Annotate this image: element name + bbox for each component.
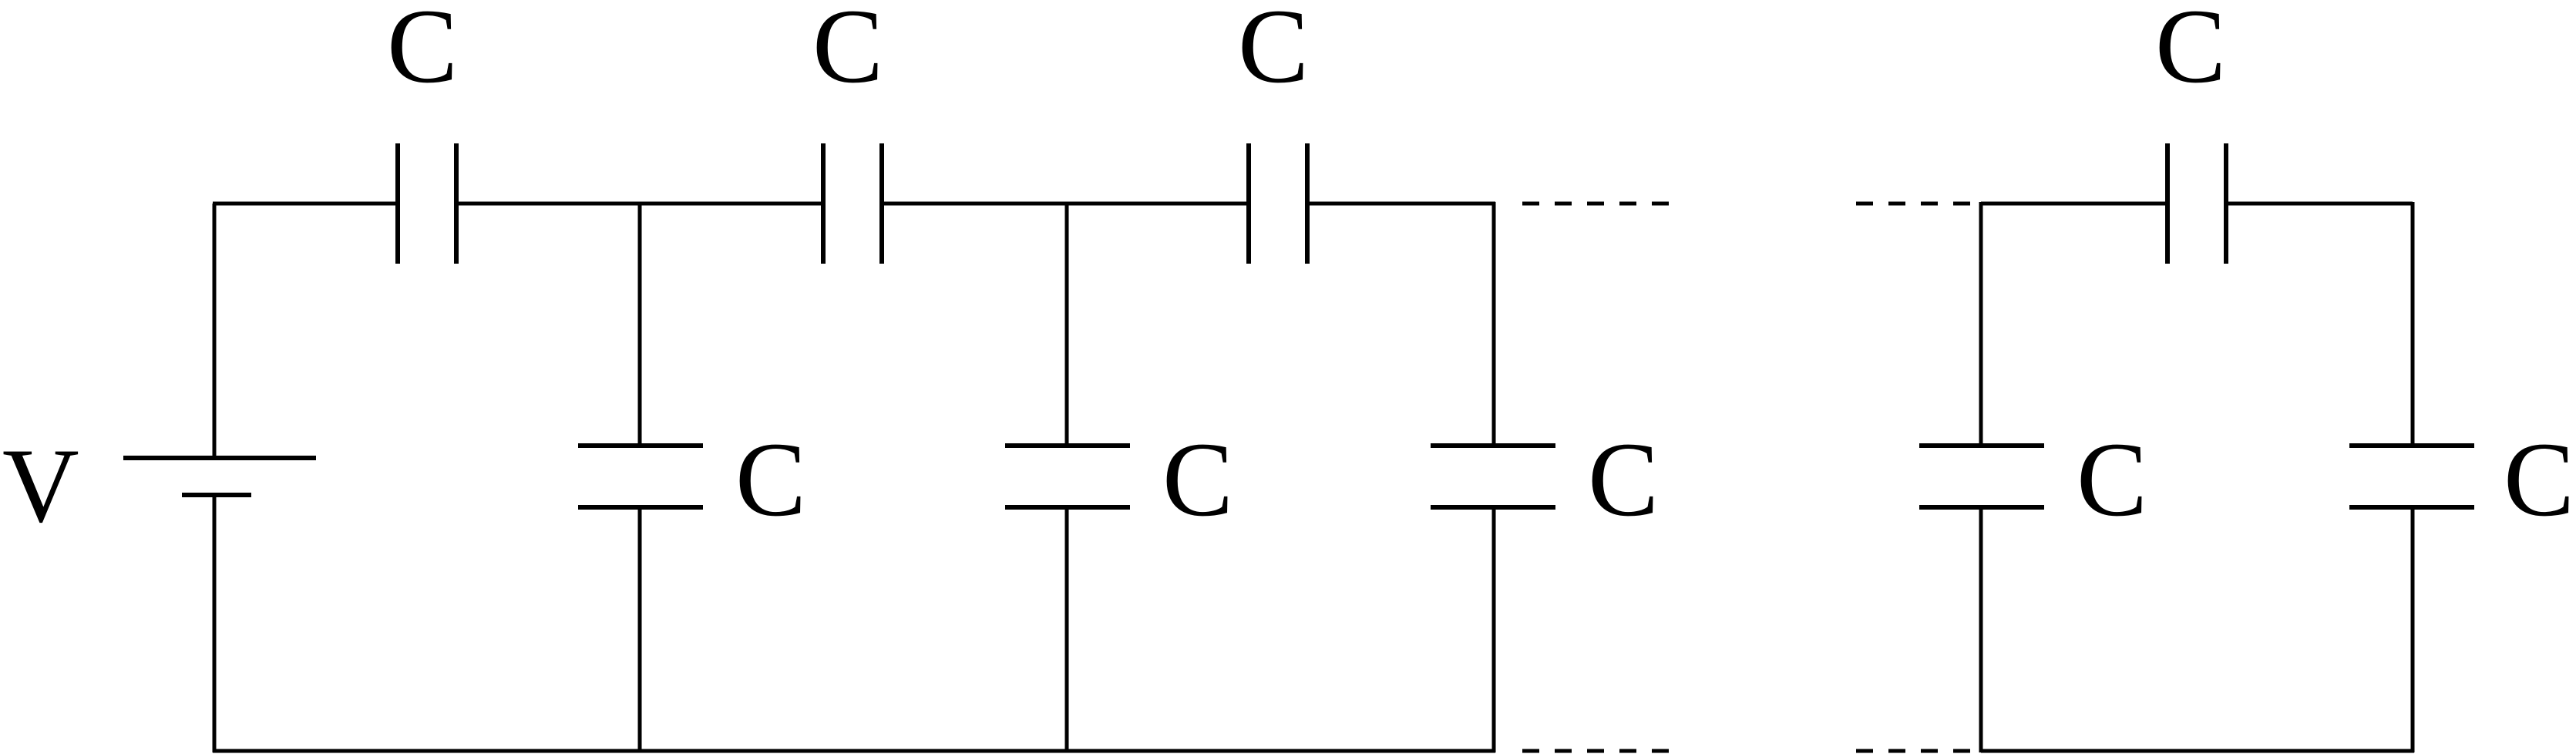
shunt-capacitor-5: C [2349,202,2574,752]
shunt-capacitor-2-label: C [1162,420,1233,538]
shunt-capacitor-1: C [578,202,806,752]
series-capacitor-4-label: C [2155,0,2226,105]
series-capacitor-1-label: C [387,0,458,105]
series-capacitor-3-label: C [1238,0,1309,105]
shunt-capacitor-3: C [1431,202,1659,752]
shunt-capacitor-2: C [1005,202,1233,752]
series-capacitor-4: C [2155,0,2228,264]
battery-source: V [2,204,316,752]
shunt-capacitor-1-label: C [735,420,806,538]
source-label: V [2,426,79,544]
shunt-capacitor-4-label: C [2077,420,2147,538]
shunt-capacitor-4: C [1919,202,2147,752]
series-capacitor-2: C [812,0,884,264]
series-capacitor-3: C [1238,0,1310,264]
series-capacitor-1: C [387,0,459,264]
series-capacitor-2-label: C [812,0,883,105]
shunt-capacitor-3-label: C [1588,420,1659,538]
shunt-capacitor-5-label: C [2504,420,2574,538]
